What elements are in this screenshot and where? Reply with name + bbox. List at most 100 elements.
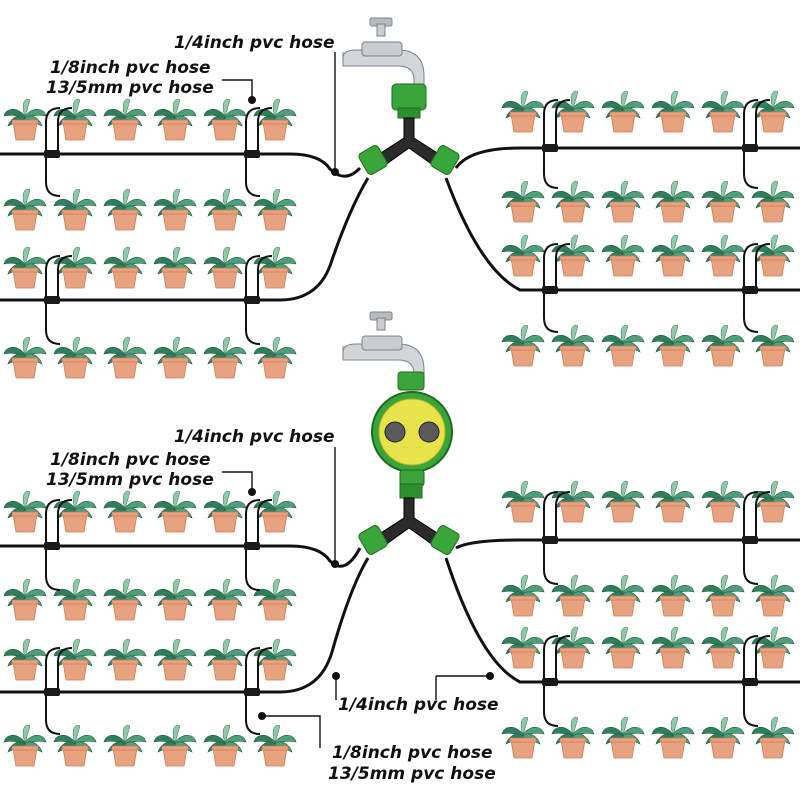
micro-tube (245, 107, 261, 154)
water-timer-icon (371, 371, 453, 487)
potted-plant-icon (751, 574, 795, 617)
potted-plant-icon (601, 234, 645, 277)
potted-plant-icon (203, 578, 247, 621)
label-bottom-main-hose: 1/4inch pvc hose (174, 427, 335, 447)
potted-plant-icon (103, 490, 147, 533)
potted-plant-icon (153, 490, 197, 533)
potted-plant-icon (53, 336, 97, 379)
potted-plant-icon (153, 98, 197, 141)
micro-tube (45, 546, 61, 591)
potted-plant-icon (53, 490, 97, 533)
potted-plant-icon (751, 324, 795, 367)
tee-connector-icon (244, 688, 260, 696)
potted-plant-icon (601, 480, 645, 523)
potted-plant-icon (253, 490, 297, 533)
micro-tube (57, 107, 73, 154)
potted-plant-icon (3, 246, 47, 289)
potted-plant-icon (53, 246, 97, 289)
callout-leader (435, 675, 490, 700)
leader-dot (332, 672, 340, 680)
main-hose (0, 177, 370, 302)
micro-tube (543, 491, 559, 540)
potted-plant-icon (53, 578, 97, 621)
potted-plant-icon (153, 336, 197, 379)
micro-tube (257, 107, 273, 154)
potted-plant-icon (501, 574, 545, 617)
callout-leader (262, 715, 321, 748)
micro-tube (743, 540, 759, 585)
potted-plant-icon (651, 716, 695, 759)
potted-plant-icon (103, 638, 147, 681)
potted-plant-icon (3, 98, 47, 141)
leader-dot (248, 488, 256, 496)
micro-tube (543, 148, 559, 189)
potted-plant-icon (153, 638, 197, 681)
potted-plant-icon (551, 324, 595, 367)
potted-plant-icon (651, 626, 695, 669)
hoses-layer (0, 99, 800, 735)
potted-plant-icon (253, 246, 297, 289)
micro-tube (257, 255, 273, 300)
potted-plant-icon (203, 246, 247, 289)
hose-connector-icon (391, 83, 427, 119)
potted-plant-icon (203, 638, 247, 681)
micro-tube (245, 154, 261, 197)
potted-plant-icon (701, 716, 745, 759)
potted-plant-icon (203, 490, 247, 533)
y-splitter-icon (358, 483, 460, 555)
micro-tube (57, 499, 73, 546)
micro-tube (57, 647, 73, 692)
tee-connector-icon (542, 678, 558, 686)
faucet-icon (342, 17, 425, 87)
label-bottom-micro-hose-2: 13/5mm pvc hose (46, 470, 214, 490)
micro-tube (543, 540, 559, 585)
main-hose (444, 177, 800, 292)
potted-plant-icon (501, 234, 545, 277)
tee-connector-icon (44, 150, 60, 158)
potted-plant-icon (701, 324, 745, 367)
potted-plant-icon (701, 480, 745, 523)
label-bottom-drip-hose-2: 13/5mm pvc hose (328, 764, 496, 784)
potted-plant-icon (751, 90, 795, 133)
potted-plant-icon (253, 98, 297, 141)
potted-plant-icon (153, 188, 197, 231)
micro-tube (755, 635, 771, 682)
micro-tube (245, 499, 261, 546)
micro-tube (543, 682, 559, 727)
potted-plant-icon (551, 90, 595, 133)
potted-plant-icon (551, 180, 595, 223)
faucet-icon (342, 311, 425, 377)
potted-plant-icon (3, 578, 47, 621)
micro-tube (57, 255, 73, 300)
potted-plant-icon (53, 98, 97, 141)
callout-leader (222, 471, 253, 492)
micro-tube (257, 647, 273, 692)
micro-tube (555, 243, 571, 290)
micro-tube (543, 290, 559, 333)
potted-plant-icon (651, 324, 695, 367)
potted-plant-icon (203, 98, 247, 141)
micro-tube (245, 546, 261, 591)
tee-connector-icon (742, 678, 758, 686)
callout-leader (222, 79, 253, 100)
tee-connector-icon (742, 144, 758, 152)
potted-plant-icon (601, 574, 645, 617)
leader-dot (486, 672, 494, 680)
potted-plant-icon (501, 324, 545, 367)
potted-plant-icon (651, 234, 695, 277)
potted-plant-icon (751, 234, 795, 277)
micro-tube (45, 107, 61, 154)
micro-tube (245, 255, 261, 300)
potted-plant-icon (551, 480, 595, 523)
potted-plant-icon (3, 724, 47, 767)
potted-plant-icon (501, 626, 545, 669)
potted-plant-icon (651, 480, 695, 523)
main-hose (0, 557, 370, 694)
tee-connector-icon (244, 150, 260, 158)
tee-connector-icon (244, 542, 260, 550)
potted-plant-icon (53, 724, 97, 767)
micro-tube (245, 300, 261, 345)
potted-plant-icon (601, 626, 645, 669)
micro-tube (45, 154, 61, 197)
